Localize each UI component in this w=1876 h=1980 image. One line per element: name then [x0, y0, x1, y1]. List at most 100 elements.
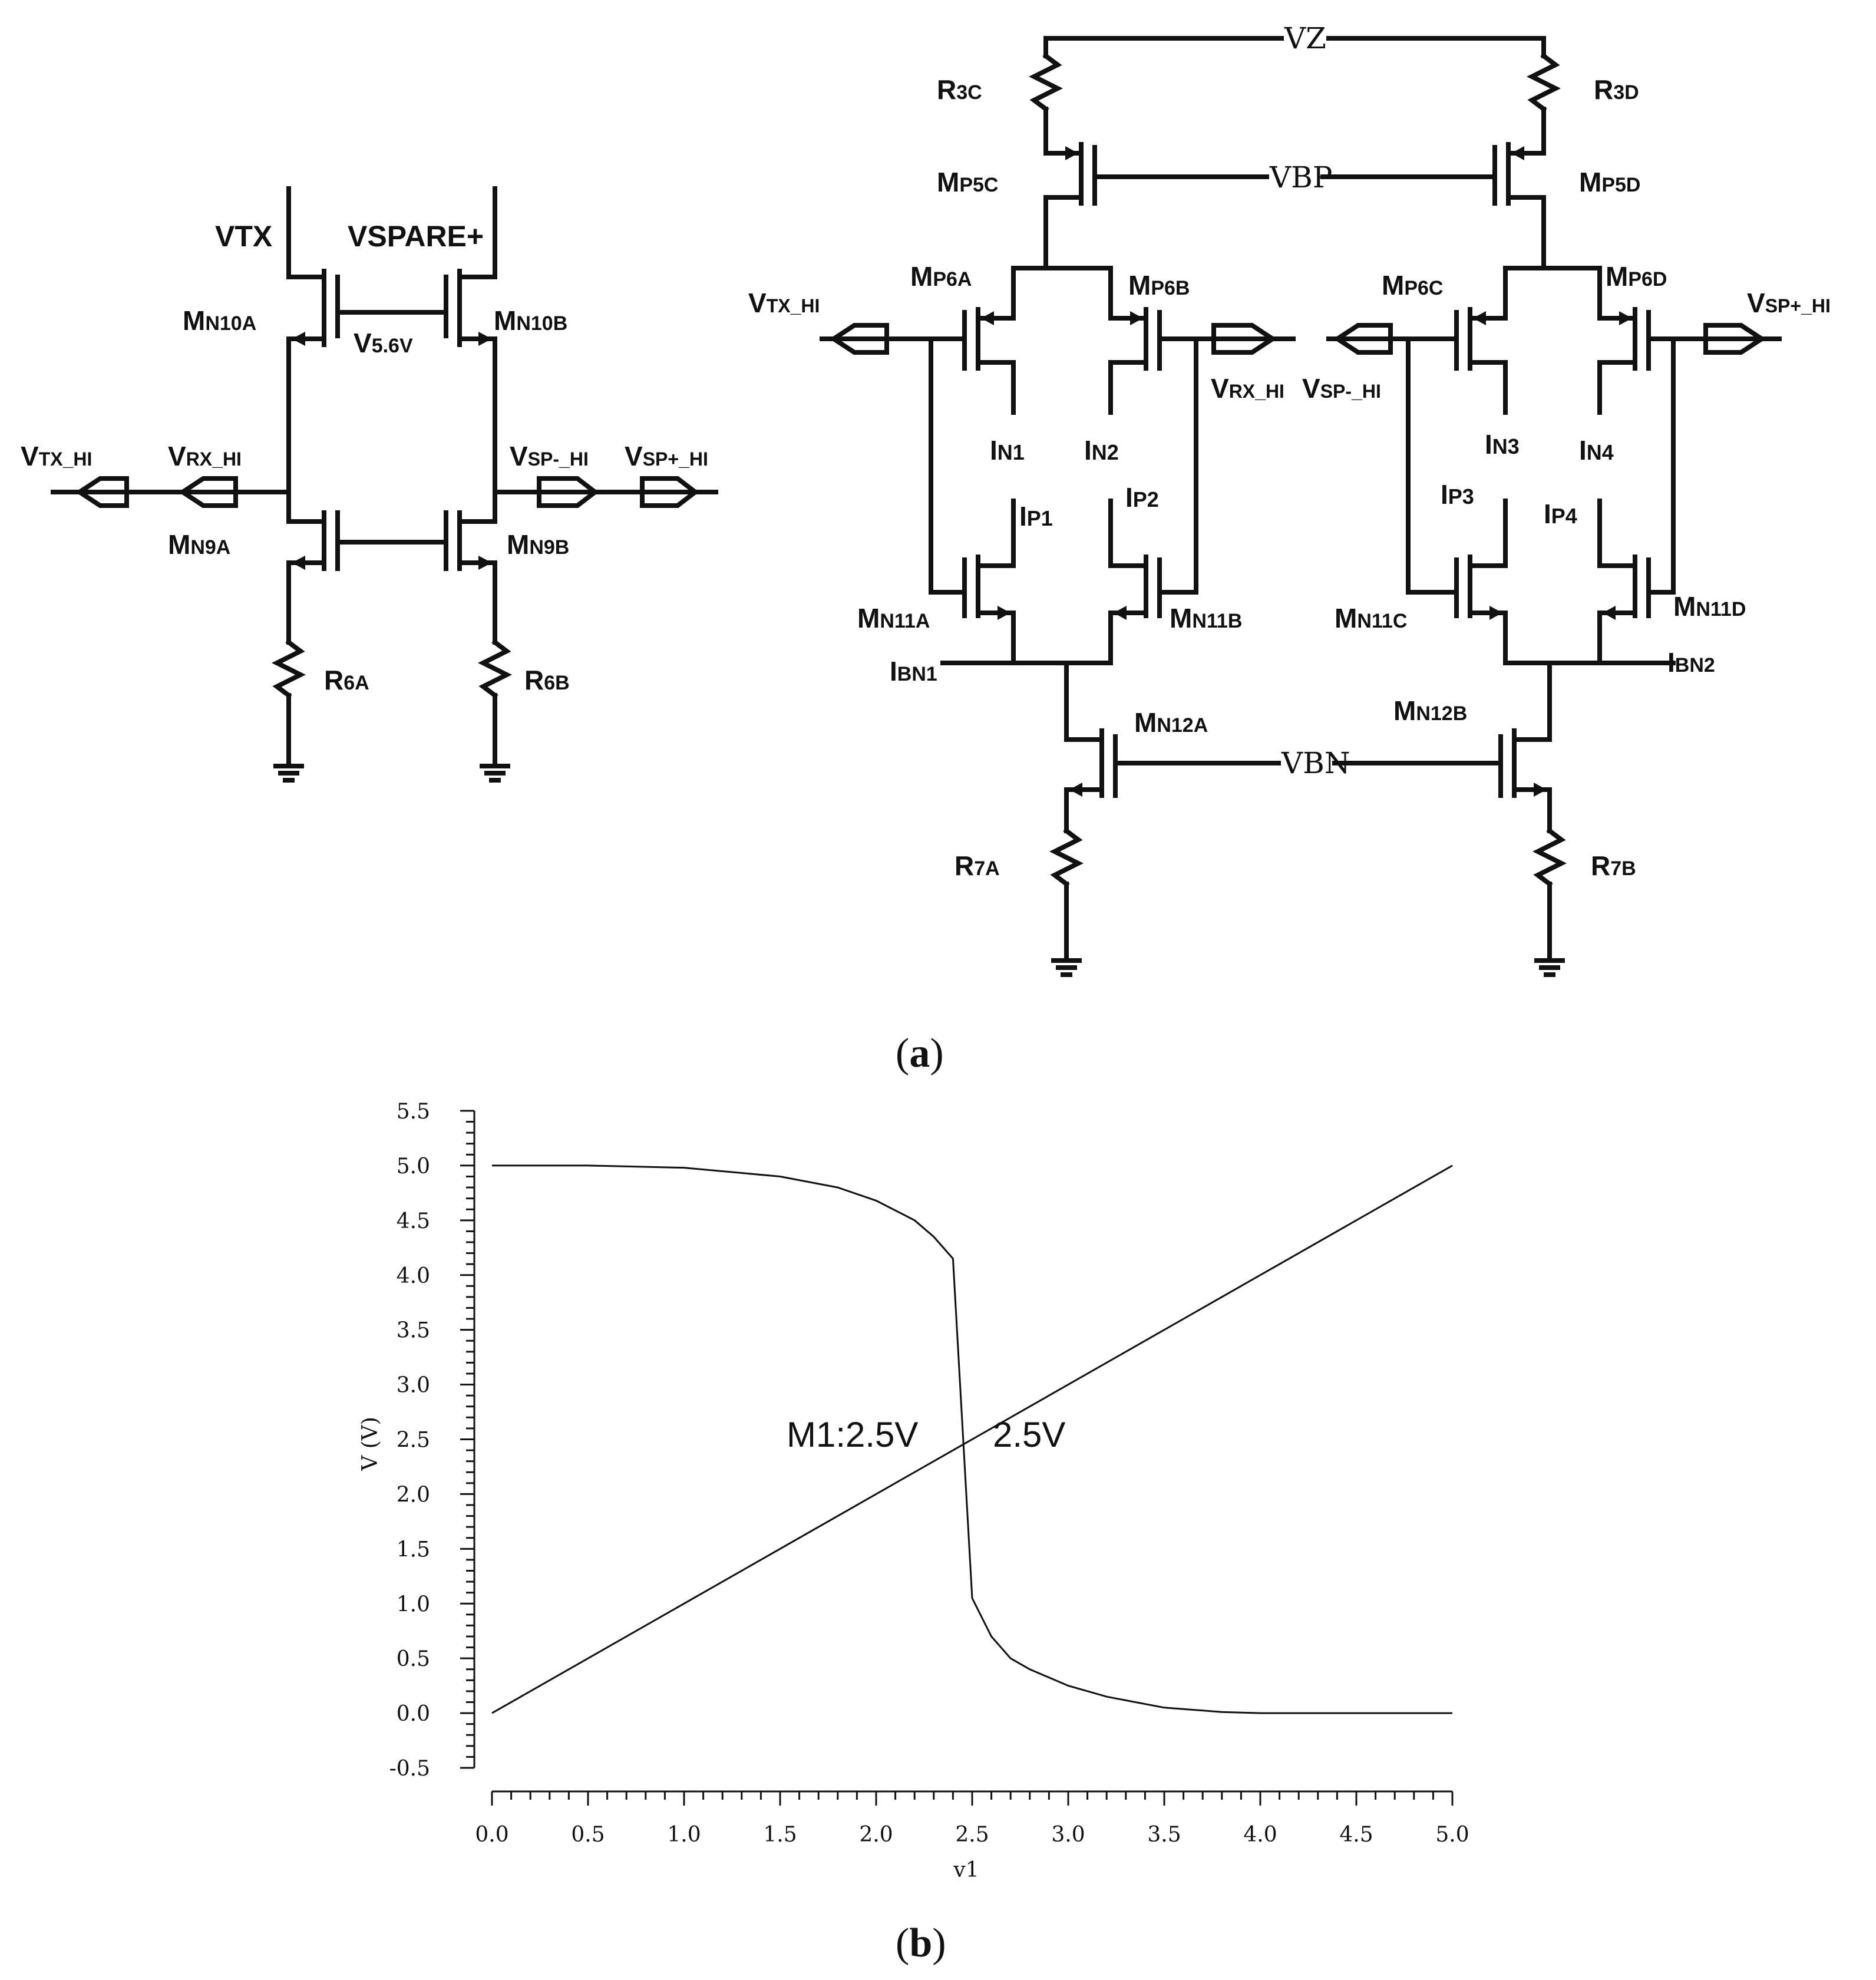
x-tick-label: 0.5 — [571, 1823, 605, 1847]
label-vspare: VSPARE+ — [348, 220, 484, 253]
label-mn9b: MN9B — [507, 529, 569, 560]
y-axis: 5.55.04.54.03.53.02.52.01.51.00.50.0-0.5 — [389, 1100, 475, 1781]
y-tick-label: 3.5 — [397, 1319, 430, 1343]
label-vsp-minus-hi-right: VSP-_HI — [1302, 373, 1381, 404]
y-tick-label: 4.5 — [397, 1209, 430, 1233]
transistor-mn9a — [286, 510, 340, 571]
label-r7b: R7B — [1591, 850, 1636, 881]
y-tick-label: 4.0 — [397, 1264, 430, 1288]
resistor-r7b — [1532, 827, 1567, 887]
transistor-mp6b — [1108, 266, 1162, 415]
label-vsp-plus-hi-left: VSP+_HI — [625, 441, 708, 471]
resistor-r6b — [478, 639, 512, 699]
transistor-mp5d — [1492, 142, 1546, 206]
label-vbp: VBP — [1269, 160, 1333, 194]
port-vtx-hi-left — [75, 476, 129, 508]
y-tick-label: 0.0 — [397, 1702, 430, 1726]
x-tick-label: 1.5 — [763, 1823, 797, 1847]
series-group — [491, 1164, 1453, 1714]
x-tick-label: 3.5 — [1147, 1823, 1181, 1847]
label-in4: IN4 — [1579, 435, 1614, 466]
label-mn11d: MN11D — [1673, 591, 1746, 622]
y-tick-label: 2.0 — [397, 1483, 430, 1507]
label-mn10a: MN10A — [183, 305, 256, 336]
x-tick-label: 2.0 — [859, 1823, 893, 1847]
label-v56: V5.6V — [354, 328, 413, 358]
port-vrx-hi-right — [1211, 323, 1277, 355]
label-mn12a: MN12A — [1134, 707, 1208, 738]
label-mp6d: MP6D — [1606, 261, 1667, 292]
label-ip4: IP4 — [1544, 499, 1577, 529]
transfer-chart: 5.55.04.54.03.53.02.52.01.51.00.50.0-0.5… — [358, 1100, 1469, 1882]
label-vtx-hi-left: VTX_HI — [21, 441, 92, 471]
transistor-mp5c — [1043, 142, 1097, 206]
port-vsp-minus-hi-left — [537, 476, 599, 508]
y-axis-label: V (V) — [358, 1417, 382, 1471]
port-vsp-plus-hi-right — [1703, 323, 1766, 355]
label-ip2: IP2 — [1125, 482, 1159, 513]
right-circuit: VZ VBP — [748, 21, 1831, 977]
transistor-mn12b — [1498, 728, 1552, 798]
label-mp6a: MP6A — [910, 261, 972, 292]
label-mn11c: MN11C — [1335, 603, 1407, 633]
transistor-mn11a — [929, 555, 1016, 665]
port-vsp-plus-hi-left — [640, 476, 699, 508]
resistor-r6a — [272, 639, 306, 699]
resistor-r3d — [1527, 52, 1561, 113]
label-vsp-plus-hi-right: VSP+_HI — [1747, 288, 1831, 318]
port-vtx-hi-right — [829, 323, 889, 355]
label-in1: IN1 — [990, 435, 1025, 466]
y-tick-label: 5.0 — [397, 1154, 430, 1179]
label-mn9a: MN9A — [168, 529, 230, 560]
label-r3d: R3D — [1594, 74, 1639, 105]
y-tick-label: 2.5 — [397, 1428, 430, 1453]
label-r6b: R6B — [524, 665, 570, 695]
resistor-r7a — [1049, 827, 1084, 887]
y-tick-label: 0.5 — [397, 1647, 430, 1671]
marker-value: 2.5V — [993, 1415, 1065, 1454]
y-tick-label: 1.0 — [397, 1592, 430, 1616]
x-tick-label: 5.0 — [1435, 1823, 1469, 1847]
transistor-mp6c — [1454, 266, 1508, 415]
x-tick-label: 2.5 — [955, 1823, 989, 1847]
label-mp6c: MP6C — [1382, 270, 1443, 301]
port-vrx-hi-left — [178, 476, 238, 508]
y-tick-label: 1.5 — [397, 1537, 430, 1562]
ground-icon — [1534, 958, 1565, 977]
y-tick-label: -0.5 — [389, 1757, 430, 1781]
x-tick-label: 3.0 — [1051, 1823, 1085, 1847]
label-ibn2: IBN2 — [1667, 647, 1715, 678]
transistor-mn10a — [286, 269, 340, 347]
series-line-2 — [492, 1164, 1452, 1714]
label-r3c: R3C — [937, 74, 982, 105]
label-vbn: VBN — [1281, 746, 1350, 780]
label-mn11b: MN11B — [1170, 603, 1242, 633]
transistor-mn11b — [1108, 555, 1198, 665]
label-vtx-hi-right: VTX_HI — [748, 288, 820, 318]
label-ip3: IP3 — [1441, 479, 1474, 510]
transistor-mp6a — [962, 266, 1016, 415]
label-vtx: VTX — [215, 220, 272, 253]
x-tick-label: 0.0 — [475, 1823, 508, 1847]
label-ip1: IP1 — [1019, 501, 1053, 532]
ground-icon — [273, 764, 304, 783]
label-mp5c: MP5C — [937, 167, 998, 197]
series-line-1 — [491, 1164, 1453, 1714]
transistor-mn12a — [1064, 728, 1118, 798]
ground-icon — [1051, 958, 1082, 977]
left-circuit: VTX VSPARE+ MN10A MN10B V5.6V VTX_HI VRX… — [21, 186, 718, 783]
label-ibn1: IBN1 — [890, 656, 937, 687]
label-in3: IN3 — [1485, 429, 1520, 460]
x-tick-label: 1.0 — [667, 1823, 701, 1847]
x-tick-label: 4.5 — [1339, 1823, 1373, 1847]
label-mp6b: MP6B — [1128, 270, 1190, 301]
port-vsp-minus-hi-right — [1333, 323, 1393, 355]
resistor-r3c — [1029, 52, 1063, 113]
label-in2: IN2 — [1084, 435, 1119, 466]
label-vrx-hi-right: VRX_HI — [1211, 373, 1284, 404]
transistor-mn10b — [444, 269, 497, 347]
caption-a: (a) — [896, 1031, 944, 1076]
caption-b: (b) — [896, 1920, 946, 1966]
label-mn12b: MN12B — [1393, 695, 1467, 726]
